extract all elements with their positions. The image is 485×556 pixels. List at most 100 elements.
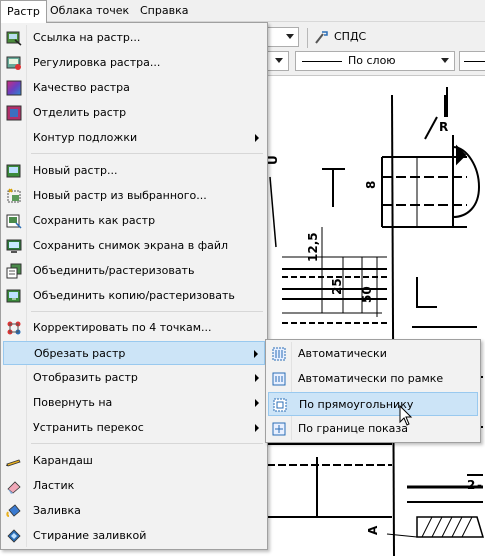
submenu-item-label: По прямоугольнику [299, 398, 414, 411]
menu-item-label: Новый растр... [33, 164, 118, 177]
menu-item-raster-quality[interactable]: Качество растра [3, 76, 265, 100]
raster-drawing: R U 8 12,5 25 50 A 2 - [267, 87, 485, 556]
menu-raster[interactable]: Растр [0, 0, 47, 23]
fill-erase-icon [7, 529, 21, 543]
menu-item-fill[interactable]: Заливка [3, 499, 265, 523]
spds-button[interactable]: СПДС [314, 27, 366, 47]
submenu-arrow-icon [255, 399, 259, 407]
dim-label-50: 50 [360, 286, 374, 303]
menu-point-clouds[interactable]: Облака точек [50, 4, 130, 17]
menu-item-pencil[interactable]: Карандаш [3, 449, 265, 473]
submenu-arrow-icon [255, 134, 259, 142]
menu-item-label: Корректировать по 4 точкам... [33, 321, 212, 334]
menu-item-label: Карандаш [33, 454, 93, 467]
menu-item-save-as-raster[interactable]: Сохранить как растр [3, 209, 265, 233]
linetype-preview [302, 61, 342, 62]
chevron-down-icon [275, 58, 283, 63]
menu-item-new-raster[interactable]: Новый растр... [3, 159, 265, 183]
menu-item-label: Объединить копию/растеризовать [33, 289, 235, 302]
properties-toolbar: СПДС По слою [267, 22, 485, 76]
menu-item-raster-link[interactable]: Ссылка на растр... [3, 26, 265, 50]
menu-item-label: Сохранить как растр [33, 214, 156, 227]
dim-label-2: 2 [467, 478, 475, 492]
color-dropdown[interactable] [267, 51, 289, 71]
crop-rectangle-icon [273, 398, 287, 412]
menu-item-label: Стирание заливкой [33, 529, 147, 542]
merge-copy-rasterize-icon [6, 289, 21, 303]
menu-item-merge-copy-rasterize[interactable]: Объединить копию/растеризовать [3, 284, 265, 308]
chevron-down-icon [441, 58, 449, 63]
menu-item-label: Отделить растр [33, 106, 127, 119]
fill-icon [6, 504, 21, 517]
dim-label-12-5: 12,5 [306, 232, 320, 262]
menubar: Растр Облака точек Справка [0, 0, 485, 23]
drawing-canvas[interactable]: R U 8 12,5 25 50 A 2 - [267, 77, 485, 556]
submenu-item-crop-auto-frame[interactable]: Автоматически по рамке [268, 367, 478, 391]
submenu-item-crop-auto[interactable]: Автоматически [268, 342, 478, 366]
menu-gutter [26, 25, 27, 547]
new-raster-from-selection-icon [7, 188, 21, 203]
menu-item-save-screenshot[interactable]: Сохранить снимок экрана в файл [3, 234, 265, 258]
menu-separator [31, 443, 263, 444]
menu-gutter [291, 342, 292, 440]
chevron-down-icon [286, 34, 294, 39]
raster-link-icon [6, 31, 22, 46]
raster-adjust-icon [6, 56, 21, 70]
menu-item-rotate-by[interactable]: Повернуть на [3, 391, 265, 415]
crop-raster-submenu: Автоматически Автоматически по рамке По … [265, 339, 481, 443]
linetype-label: По слою [348, 54, 396, 67]
crop-auto-icon [272, 347, 286, 361]
submenu-item-crop-rectangle[interactable]: По прямоугольнику [268, 392, 478, 416]
mouse-cursor-icon [399, 405, 413, 426]
menu-item-backdrop-outline[interactable]: Контур подложки [3, 126, 265, 150]
menu-item-mirror-raster[interactable]: Отобразить растр [3, 366, 265, 390]
menu-item-label: Ластик [33, 479, 75, 492]
correct-4-points-icon [7, 321, 21, 335]
raster-detach-icon [6, 105, 22, 121]
menu-help[interactable]: Справка [140, 4, 189, 17]
new-raster-icon [6, 164, 21, 178]
menu-item-label: Заливка [33, 504, 81, 517]
menu-item-new-raster-from-selection[interactable]: Новый растр из выбранного... [3, 184, 265, 208]
pencil-icon [6, 459, 21, 467]
menu-item-label: Качество растра [33, 81, 130, 94]
lineweight-dropdown[interactable] [459, 51, 485, 71]
menu-item-label: Новый растр из выбранного... [33, 189, 207, 202]
spds-icon [315, 31, 328, 44]
submenu-item-label: Автоматически по рамке [298, 372, 444, 385]
menu-item-label: Ссылка на растр... [33, 31, 141, 44]
menu-item-deskew[interactable]: Устранить перекос [3, 416, 265, 440]
menu-item-label: Повернуть на [33, 396, 113, 409]
menu-separator [31, 311, 263, 312]
layer-dropdown[interactable] [267, 27, 299, 47]
merge-rasterize-icon [6, 263, 22, 279]
toolbar-separator [307, 28, 308, 48]
menu-separator [31, 153, 263, 154]
lineweight-preview [464, 61, 485, 62]
menu-item-merge-rasterize[interactable]: Объединить/растеризовать [3, 259, 265, 283]
raster-quality-icon [6, 80, 22, 96]
menu-item-label: Объединить/растеризовать [33, 264, 195, 277]
spds-label: СПДС [334, 30, 367, 43]
submenu-item-crop-view-boundary[interactable]: По границе показа [268, 417, 478, 441]
dim-label-a: A [366, 525, 380, 535]
submenu-arrow-icon [255, 374, 259, 382]
menu-item-crop-raster[interactable]: Обрезать растр [3, 341, 265, 365]
crop-auto-frame-icon [272, 372, 286, 386]
submenu-item-label: По границе показа [298, 422, 408, 435]
menu-item-correct-4-points[interactable]: Корректировать по 4 точкам... [3, 316, 265, 340]
submenu-arrow-icon [254, 350, 258, 358]
menu-item-eraser[interactable]: Ластик [3, 474, 265, 498]
menu-item-label: Обрезать растр [34, 347, 126, 360]
submenu-item-label: Автоматически [298, 347, 387, 360]
save-as-raster-icon [6, 214, 22, 229]
menu-item-raster-detach[interactable]: Отделить растр [3, 101, 265, 125]
linetype-dropdown[interactable]: По слою [295, 51, 455, 71]
menu-item-label: Регулировка растра... [33, 56, 161, 69]
crop-view-boundary-icon [272, 422, 286, 436]
dim-label-8: 8 [364, 181, 378, 189]
menu-item-fill-erase[interactable]: Стирание заливкой [3, 524, 265, 548]
menu-item-raster-adjust[interactable]: Регулировка растра... [3, 51, 265, 75]
menu-item-label: Контур подложки [33, 131, 138, 144]
eraser-icon [7, 481, 21, 494]
